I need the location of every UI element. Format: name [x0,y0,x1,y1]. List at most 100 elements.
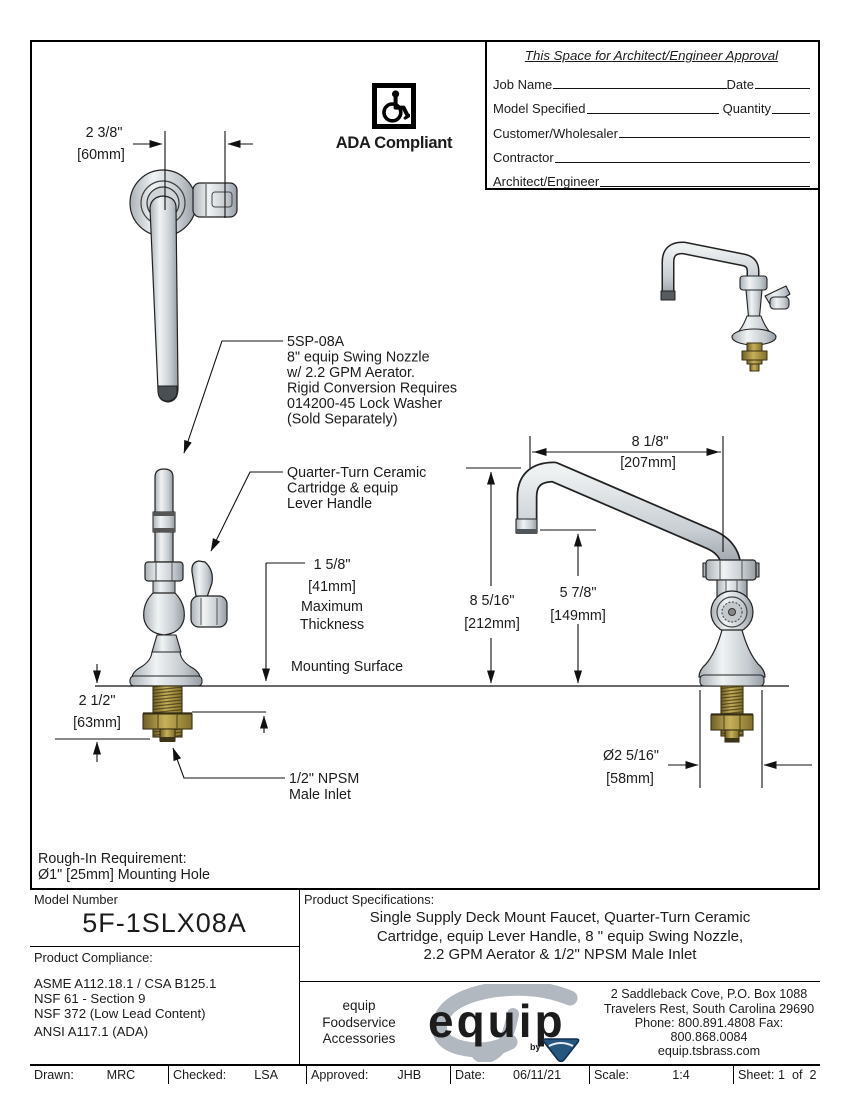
title-block-left: Model Number 5F-1SLX08A Product Complian… [30,888,300,1064]
dim-outlet-height-mm: [149mm] [550,608,606,624]
brand-tagline: equip Foodservice Accessories [300,998,418,1048]
dim-deck-thickness-in: 1 5/8" [314,557,351,573]
callout-inlet-line2: Male Inlet [289,787,351,803]
job-name-label: Job Name [493,76,553,92]
footer-date-cell: Date: 06/11/21 [451,1066,590,1084]
callout-cartridge-line2: Cartridge & equip [287,481,398,497]
dim-flange-diameter: Ø2 5/16" [58mm] [603,690,812,788]
customer-line [619,136,810,139]
dim-nozzle-reach-mm: [207mm] [620,455,676,471]
compliance-item: NSF 372 (Low Lead Content) [34,1006,206,1022]
dim-deck-thickness: 1 5/8" [41mm] Maximum Thickness [192,557,364,733]
quantity-line [772,112,810,114]
dim-flange-diameter-in: Ø2 5/16" [603,748,659,764]
approval-row-architect: Architect/Engineer [493,165,810,189]
architect-label: Architect/Engineer [493,174,600,190]
compliance-section: Product Compliance: ASME A112.18.1 / CSA… [30,947,299,1039]
company-address: 2 Saddleback Cove, P.O. Box 1088 Travele… [598,987,820,1058]
scale-value: 1:4 [672,1068,690,1082]
approved-value: JHB [397,1068,422,1082]
model-number-label: Model Number [34,892,118,907]
right-inlet-shank [710,685,754,743]
callout-nozzle-line2: 8" equip Swing Nozzle [287,350,430,366]
dim-outlet-height: 5 7/8" [149mm] [540,529,606,684]
checked-label: Checked: [173,1068,227,1082]
dim-deck-thickness-mm: [41mm] [308,579,356,595]
callout-cartridge-line3: Lever Handle [287,496,372,512]
spec-line: Single Supply Deck Mount Faucet, Quarter… [369,909,751,926]
address-line: 2 Saddleback Cove, P.O. Box 1088 [610,987,808,1002]
compliance-label: Product Compliance: [34,950,153,965]
brand-section: equip Foodservice Accessories equip by 2… [300,982,820,1064]
dim-overall-height: 8 5/16" [212mm] [464,467,521,684]
tagline-line: equip [342,998,376,1014]
equip-logo: equip by [428,984,580,1062]
callout-nozzle-line3: w/ 2.2 GPM Aerator. [286,365,415,381]
dim-shank-length-in: 2 1/2" [79,693,116,709]
sheet-value: 1 of 2 [777,1068,817,1082]
approval-row-model-specified: Model Specified Quantity [493,91,810,115]
date-label: Date: [455,1068,486,1082]
checked-value: LSA [254,1068,279,1082]
callout-inlet: 1/2" NPSM Male Inlet [172,747,359,803]
callout-nozzle-line6: (Sold Separately) [287,412,397,428]
dim-overall-height-mm: [212mm] [464,616,520,632]
dim-overall-height-in: 8 5/16" [470,593,515,609]
specs-label: Product Specifications: [304,892,435,907]
callout-nozzle-line1: 5SP-08A [287,334,345,350]
approval-row-customer: Customer/Wholesaler [493,116,810,140]
address-line: Travelers Rest, South Carolina 29690 [603,1001,815,1016]
customer-label: Customer/Wholesaler [493,125,618,141]
approval-box: This Space for Architect/Engineer Approv… [485,40,820,190]
mounting-surface-label: Mounting Surface [291,659,403,675]
wheelchair-icon [372,83,416,129]
footer-checked-cell: Checked: LSA [169,1066,307,1084]
architect-line [600,185,810,187]
product-specifications-section: Product Specifications: Single Supply De… [300,888,820,982]
dim-spout-offset-in: 2 3/8" [86,125,123,141]
dim-spout-offset: 2 3/8" [60mm] [77,125,253,218]
specs-text: Single Supply Deck Mount Faucet, Quarter… [300,909,820,965]
ada-badge: ADA Compliant [323,83,465,153]
ada-label: ADA Compliant [335,134,453,152]
footer-approved-cell: Approved: JHB [307,1066,451,1084]
compliance-item: NSF 61 - Section 9 [34,991,146,1007]
dim-flange-diameter-mm: [58mm] [606,771,654,787]
scale-label: Scale: [594,1068,630,1082]
left-faucet-body [129,468,228,687]
date-line [755,87,810,90]
callout-nozzle-line4: Rigid Conversion Requires [287,381,457,397]
dim-shank-length-mm: [63mm] [73,715,121,731]
dim-deck-thickness-note1: Maximum [301,599,363,615]
rough-in-line2: Ø1" [25mm] Mounting Hole [38,867,210,883]
date-value: 06/11/21 [513,1068,562,1082]
compliance-item: ANSI A117.1 (ADA) [34,1023,149,1039]
approval-title: This Space for Architect/Engineer Approv… [524,48,779,63]
footer-sheet-cell: Sheet: 1 of 2 [734,1066,820,1084]
logo-by-text: by [530,1042,541,1052]
model-specified-line [586,112,719,114]
dim-deck-thickness-note2: Thickness [300,617,364,633]
job-name-line [553,87,727,90]
contractor-label: Contractor [493,149,554,165]
compliance-item: ASME A112.18.1 / CSA B125.1 [34,976,217,991]
drawn-value: MRC [106,1068,136,1082]
footer-scale-cell: Scale: 1:4 [590,1066,734,1084]
callout-cartridge-line1: Quarter-Turn Ceramic [287,465,426,481]
compliance-list: ASME A112.18.1 / CSA B125.1 NSF 61 - Sec… [34,976,299,1039]
title-block-footer: Drawn: MRC Checked: LSA Approved: JHB Da… [30,1064,820,1084]
rough-in-note: Rough-In Requirement: Ø1" [25mm] Mountin… [38,851,210,883]
address-line: equip.tsbrass.com [657,1044,761,1059]
left-inlet-shank [142,685,193,742]
model-specified-label: Model Specified [493,101,586,117]
callout-cartridge: Quarter-Turn Ceramic Cartridge & equip L… [210,465,426,552]
tagline-line: Accessories [322,1031,396,1047]
dim-outlet-height-in: 5 7/8" [560,585,597,601]
spec-line: 2.2 GPM Aerator & 1/2" NPSM Male Inlet [423,946,697,964]
model-number-section: Model Number 5F-1SLX08A [30,890,299,947]
approved-label: Approved: [311,1068,369,1082]
date-label: Date [726,76,754,92]
callout-inlet-line1: 1/2" NPSM [289,771,359,787]
